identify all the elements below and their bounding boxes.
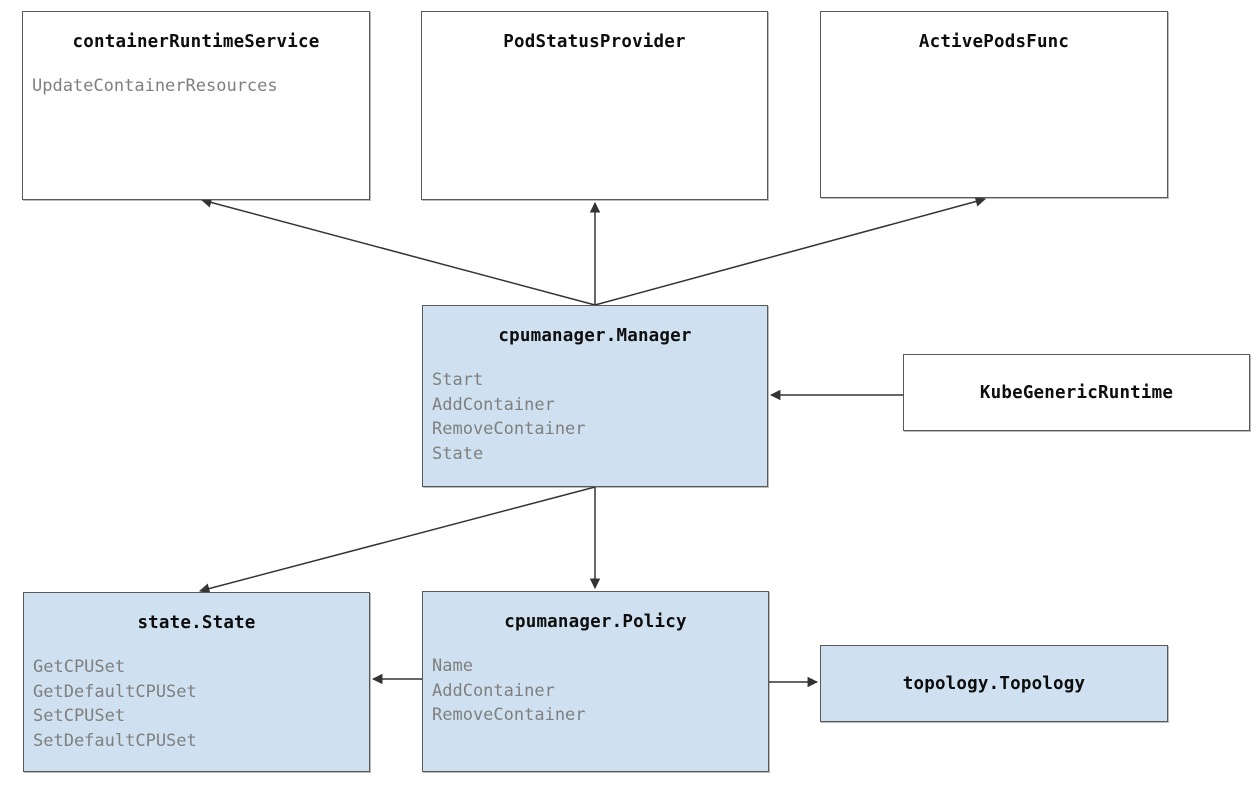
class-member: SetDefaultCPUSet [33, 730, 197, 751]
class-node-ActivePodsFunc[interactable]: ActivePodsFunc [820, 11, 1168, 198]
class-node-KubeGenericRuntime[interactable]: KubeGenericRuntime [903, 354, 1250, 431]
class-node-title: cpumanager.Manager [498, 326, 692, 346]
class-member: SetCPUSet [33, 706, 126, 726]
class-member: Start [432, 370, 484, 390]
edge-manager-to-containerRuntimeService [200, 197, 596, 306]
class-node-title: topology.Topology [902, 673, 1086, 694]
class-member: State [432, 443, 484, 464]
class-node-title: ActivePodsFunc [918, 32, 1070, 52]
edge-manager-to-state [198, 486, 596, 594]
class-node-title: containerRuntimeService [72, 32, 320, 52]
class-node-topology.Topology[interactable]: topology.Topology [820, 645, 1168, 722]
class-node-title: PodStatusProvider [503, 32, 686, 52]
class-node-PodStatusProvider[interactable]: PodStatusProvider [421, 11, 768, 200]
class-member: UpdateContainerResources [32, 76, 278, 96]
class-member: RemoveContainer [432, 419, 586, 439]
class-member: AddContainer [432, 394, 555, 415]
class-node-title: cpumanager.Policy [504, 612, 687, 632]
edge-manager-to-activePodsFunc [594, 196, 987, 306]
class-member: RemoveContainer [432, 705, 586, 725]
class-member: GetCPUSet [33, 657, 126, 677]
class-member: Name [432, 656, 473, 676]
class-member: GetDefaultCPUSet [33, 681, 197, 702]
class-member: AddContainer [432, 680, 555, 701]
class-node-title: state.State [137, 613, 256, 633]
class-node-title: KubeGenericRuntime [979, 382, 1174, 403]
class-node-members: UpdateContainerResources [32, 74, 369, 99]
